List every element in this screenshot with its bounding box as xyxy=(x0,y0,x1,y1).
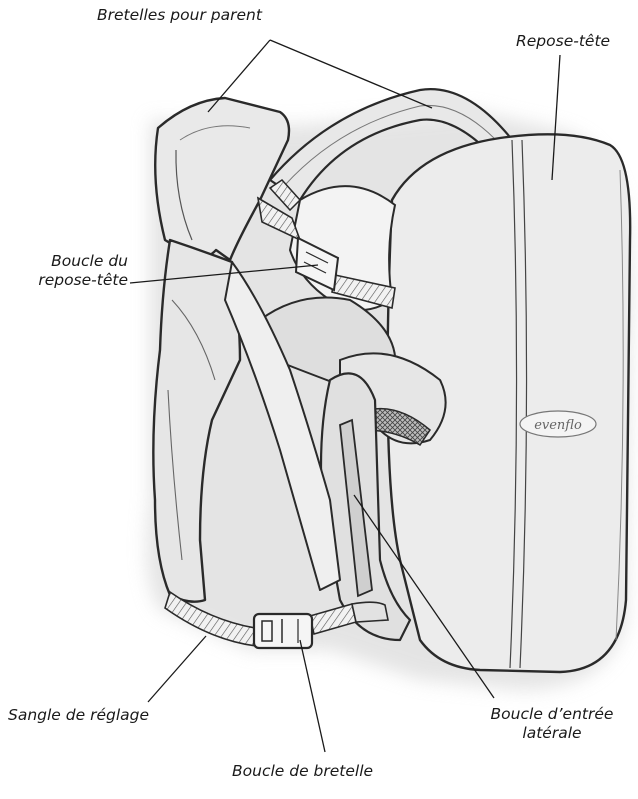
evenflo-logo: evenflo xyxy=(520,411,596,437)
label-parent-straps: Bretelles pour parent xyxy=(97,6,262,25)
brand-text: evenflo xyxy=(534,418,582,433)
label-headrest-buckle: Boucle du repose-tête xyxy=(4,252,128,290)
label-headrest: Repose-tête xyxy=(516,32,610,51)
label-headrest-buckle-line2: repose-tête xyxy=(4,271,128,290)
label-side-entry-buckle: Boucle d’entrée latérale xyxy=(478,705,626,743)
label-side-entry-buckle-line2: latérale xyxy=(478,724,626,743)
strap-buckle-shape xyxy=(254,614,312,648)
label-adjustment-strap: Sangle de réglage xyxy=(8,706,149,725)
label-side-entry-buckle-line1: Boucle d’entrée xyxy=(478,705,626,724)
label-headrest-buckle-line1: Boucle du xyxy=(4,252,128,271)
label-strap-buckle: Boucle de bretelle xyxy=(232,762,373,781)
leader-strap-buckle xyxy=(300,640,325,752)
leader-parent-strap-right xyxy=(270,40,432,108)
leader-adjustment-strap xyxy=(148,636,206,702)
